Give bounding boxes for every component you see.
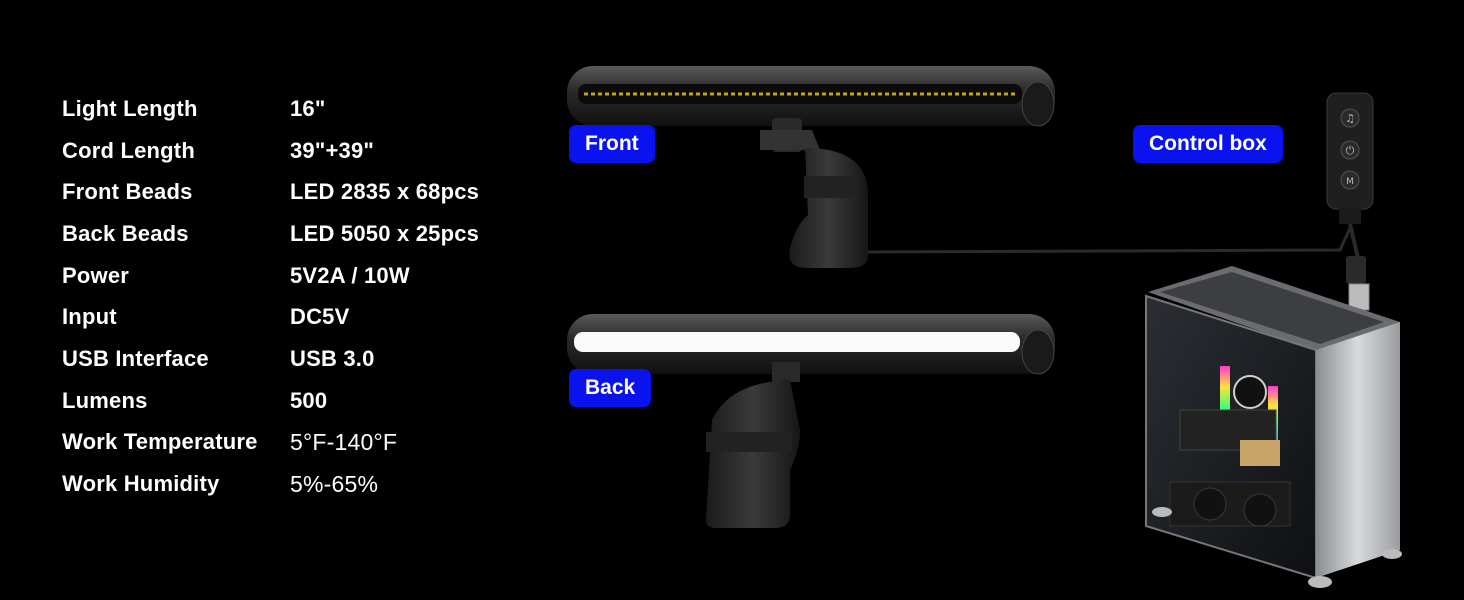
pc-case	[1145, 266, 1402, 588]
spec-value: 16"	[290, 96, 326, 121]
spec-row-power: Power 5V2A / 10W	[62, 263, 522, 303]
power-icon: ⏻	[1346, 144, 1355, 157]
back-mount-clip	[706, 362, 800, 528]
spec-label: Input	[62, 304, 117, 329]
spec-row-work-humidity: Work Humidity 5%-65%	[62, 471, 522, 511]
spec-row-back-beads: Back Beads LED 5050 x 25pcs	[62, 221, 522, 261]
spec-value: 39"+39"	[290, 138, 375, 163]
mode-icon: M	[1346, 177, 1354, 187]
spec-label: Work Temperature	[62, 429, 258, 454]
spec-label: Light Length	[62, 96, 198, 121]
control-box-tag: Control box	[1133, 125, 1283, 163]
cable	[867, 227, 1352, 254]
spec-label: Work Humidity	[62, 471, 220, 496]
spec-row-front-beads: Front Beads LED 2835 x 68pcs	[62, 179, 522, 219]
spec-label: Cord Length	[62, 138, 195, 163]
spec-label: Lumens	[62, 388, 148, 413]
spec-row-input: Input DC5V	[62, 304, 522, 344]
spec-value: DC5V	[290, 304, 350, 329]
back-light-bar	[567, 314, 1055, 375]
spec-value: 5%-65%	[290, 471, 379, 497]
control-box	[1326, 92, 1374, 311]
front-mount-clip	[760, 118, 868, 268]
spec-value: LED 5050 x 25pcs	[290, 221, 480, 246]
spec-value: USB 3.0	[290, 346, 375, 371]
front-tag: Front	[569, 125, 655, 163]
back-tag: Back	[569, 369, 652, 407]
spec-row-usb-interface: USB Interface USB 3.0	[62, 346, 522, 386]
spec-row-light-length: Light Length 16"	[62, 96, 522, 136]
spec-row-cord-length: Cord Length 39"+39"	[62, 138, 522, 178]
spec-label: USB Interface	[62, 346, 209, 371]
spec-label: Back Beads	[62, 221, 189, 246]
spec-row-work-temperature: Work Temperature 5°F-140°F	[62, 429, 522, 469]
spec-value: 5°F-140°F	[290, 429, 398, 455]
spec-value: LED 2835 x 68pcs	[290, 179, 480, 204]
music-icon: ♫	[1345, 112, 1355, 125]
spec-value: 5V2A / 10W	[290, 263, 410, 288]
spec-label: Power	[62, 263, 130, 288]
spec-value: 500	[290, 388, 328, 413]
spec-label: Front Beads	[62, 179, 193, 204]
spec-row-lumens: Lumens 500	[62, 388, 522, 428]
front-light-bar	[567, 66, 1055, 127]
